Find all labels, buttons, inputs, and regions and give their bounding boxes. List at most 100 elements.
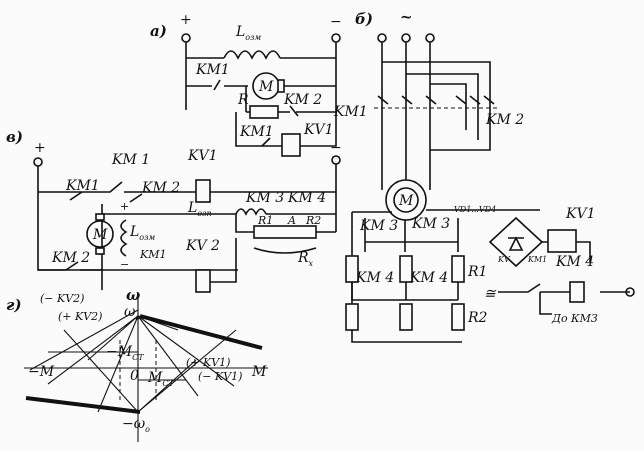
rx-label: Rx [297,250,314,268]
origin-label: 0 [130,368,139,384]
km1-bottom-label: KM1 [239,124,274,140]
km2-bot-contact [38,261,102,271]
r1-v-label: R1 [257,214,273,227]
km4-label-2: KM 4 [409,270,448,286]
kv2-label: KV 2 [185,238,220,254]
to-km3-wire [539,292,552,315]
rotor-resistor-r1 [451,255,465,283]
motor-armature-v [86,220,114,248]
relay-kv1-box [547,229,577,253]
shunt-field-coil [120,219,128,257]
km4-label-3: KM 4 [555,254,594,270]
r2-label: R2 [467,310,488,326]
resistor-link [351,282,459,301]
km2-contact-label: KM 2 [283,92,322,108]
km1-right-label: KM1 [333,104,368,120]
panel-a-label: а) [150,22,167,40]
km1-left-contact [69,191,83,201]
relay-wire [542,241,591,262]
resistor-branch [245,86,336,117]
v-minus-terminal [331,155,341,165]
diode-bridge-label: VD1...VD4 [454,205,496,214]
relay-line [38,181,336,193]
km3-right-label: KM 3 [411,216,450,232]
kv1-b-label: KV1 [565,206,595,222]
relay-kv1-coil [281,133,301,157]
ac-symbol: ~ [400,8,413,26]
phase-b-terminal [401,33,411,43]
v-plus-sign: + [34,140,46,156]
rx-branch [235,214,336,233]
motor-symbol-b: M [398,193,414,209]
top-characteristic [139,314,263,350]
rotor-resistor-4 [399,303,413,331]
kv2-plus-label: (+ KV2) [58,310,102,323]
minus-sign: − [330,14,342,30]
rotor-resistor-r2 [451,303,465,331]
resistor-label: R [237,92,249,108]
panel-b-label: б) [355,10,373,28]
v-plus-small: + [120,200,129,213]
control-terminal [625,287,635,297]
mct-guides [48,351,186,381]
km4-label-1: KM 4 [355,270,394,286]
panel-g-graph: г) ω ωo (− KV2) (+ KV2) −MCT 0 MCT (+ KV… [6,286,268,442]
v-minus-small: − [120,258,129,271]
kv1-plus-label: (+ KV1) [186,356,230,369]
supply-symbol: ≅ [484,286,497,302]
neg-m-label: −M [28,364,55,380]
panel-v-circuit: в) + − KM 1 KV1 KM1 KM 2 Lозп KM 3 KM 4 … [6,128,342,293]
panel-b-circuit: б) ~ KM 2 M VD1...VD4 KM 3 KM 3 R1 KM 4 … [345,8,635,343]
reverse-bus [382,61,491,151]
minus-terminal [331,33,341,43]
field-coil [223,50,281,60]
panel-g-label: г) [6,296,22,314]
kv-small-label: KV [497,255,511,264]
km4-coil [569,281,585,303]
kv1-label: KV1 [303,122,333,138]
km3-left-label: KM 3 [359,218,398,234]
km2-mid-label: KM 2 [141,180,180,196]
rotor-lines [364,218,459,252]
bridge-diode [508,236,524,251]
r2-v-label: R2 [305,214,321,227]
kv1-v-label: KV1 [187,148,217,164]
bottom-characteristic [25,396,141,414]
km2-mid-contact [129,193,143,203]
plus-sign: + [180,12,192,28]
kv2-relay-coil [195,269,211,293]
plus-terminal [181,33,191,43]
km-contacts [377,95,495,105]
brush-top [95,213,105,221]
induction-motor-inner [393,187,419,213]
km1-small-label: KM1 [527,255,547,264]
motor-symbol: M [258,79,274,95]
control-line [498,283,630,293]
field-coil-label: Lозм [235,24,261,42]
series-field-coil [235,208,267,216]
kv1-relay-coil [195,179,211,203]
motor-brush [277,79,285,93]
km2-label: KM 2 [485,112,524,128]
km4-v-label: KM 4 [287,190,326,206]
phase-c-terminal [425,33,435,43]
brush-bottom [95,247,105,255]
kv2-minus-label: (− KV2) [40,292,84,305]
v-minus-sign: − [330,140,342,156]
mct-label: MCT [147,370,174,388]
phase-lines [381,42,431,178]
omega-axis-label: ω [126,286,140,304]
to-km3-label: До КМ3 [551,312,598,325]
bus-wires [185,42,337,118]
km1-left-label: KM1 [65,178,100,194]
a-node-label: A [287,214,296,227]
resistor-rx [253,225,317,239]
km3-v-label: KM 3 [245,190,284,206]
motor-symbol-v: M [92,227,108,243]
m-axis-end-label: M [251,364,267,380]
km2-bot-label: KM 2 [51,250,90,266]
km1-nc-contact [261,137,271,147]
transition-lines [29,309,237,413]
panel-a-circuit: а) + − Lозм KM1 M R KM 2 KM1 KM1 KV1 [150,12,368,157]
